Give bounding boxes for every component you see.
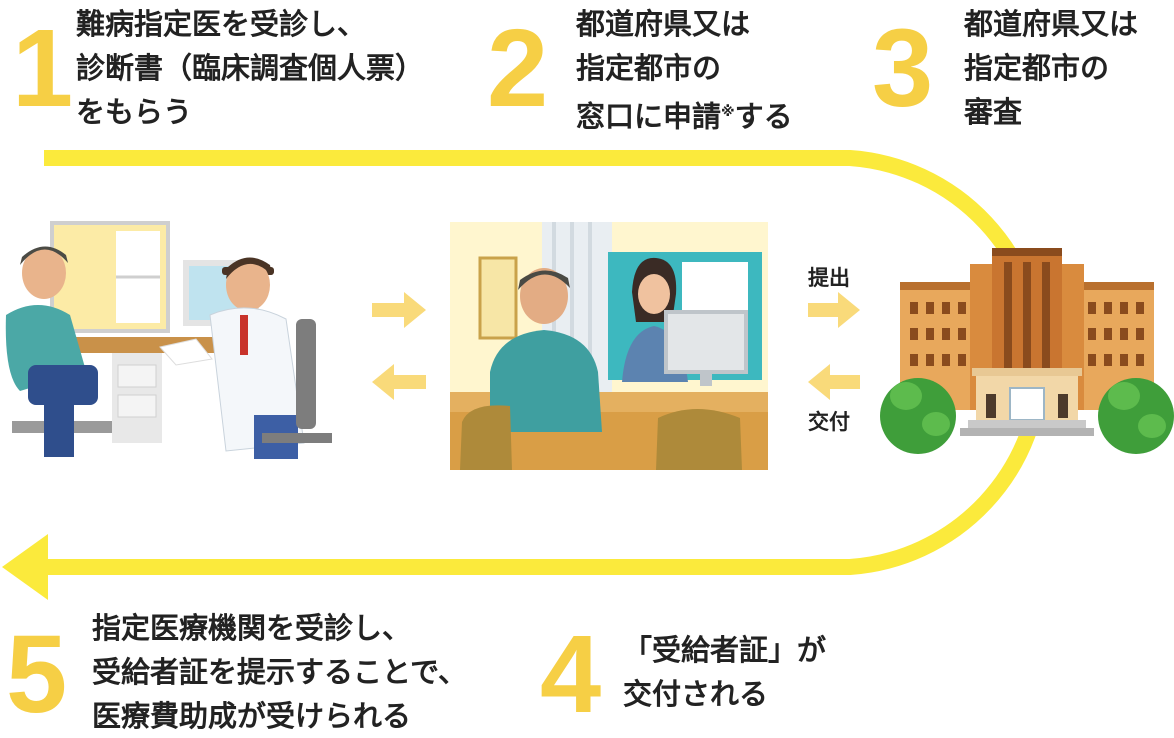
step-1-line-3: をもらう (76, 95, 193, 129)
step-2-line-2: 指定都市の (576, 51, 722, 85)
application-counter-illustration (450, 222, 768, 470)
step-2-note-mark: ※ (721, 104, 735, 120)
step-4-number: 4 (540, 613, 602, 736)
flow-arrowhead (2, 534, 48, 600)
arrow-left-light-1 (372, 364, 426, 400)
step-3-line-2: 指定都市の (964, 51, 1110, 85)
step-3-text: 都道府県又は 指定都市の 審査 (964, 2, 1138, 134)
step-1-line-1: 難病指定医を受診し、 (76, 7, 367, 41)
step-5-line-1: 指定医療機関を受診し、 (92, 611, 412, 645)
step-3-line-3: 審査 (964, 95, 1023, 129)
step-1-number: 1 (12, 7, 74, 130)
step-1-text: 難病指定医を受診し、 診断書（臨床調査個人票） をもらう (76, 2, 424, 134)
arrow-right-light-2 (808, 292, 860, 328)
step-4-line-1: 「受給者証」が (623, 633, 827, 667)
step-2-line-3-main: 窓口に申請 (576, 99, 722, 134)
step-3-line-1: 都道府県又は (964, 7, 1139, 41)
step-2-number: 2 (487, 7, 549, 130)
arrow-left-light-2 (808, 364, 860, 400)
step-1-line-2: 診断書（臨床調査個人票） (76, 51, 425, 85)
issue-label: 交付 (808, 410, 850, 434)
step-5-text: 指定医療機関を受診し、 受給者証を提示することで、 医療費助成が受けられる (92, 606, 467, 738)
step-2-line-3-end: する (734, 99, 793, 134)
step-2-text: 都道府県又は 指定都市の 窓口に申請※する (576, 2, 793, 139)
step-4-text: 「受給者証」が 交付される (623, 628, 826, 716)
step-3-number: 3 (872, 7, 934, 130)
arrow-right-light-1 (372, 292, 426, 328)
step-4-line-2: 交付される (623, 677, 769, 711)
submit-label: 提出 (808, 266, 850, 290)
step-5-number: 5 (6, 613, 68, 736)
step-2-line-1: 都道府県又は (576, 7, 751, 41)
government-building-illustration (880, 248, 1174, 454)
doctor-consultation-illustration (5, 221, 332, 459)
step-5-line-3: 医療費助成が受けられる (92, 699, 412, 733)
step-5-line-2: 受給者証を提示することで、 (92, 655, 467, 689)
step-2-line-3: 窓口に申請※する (576, 90, 793, 139)
